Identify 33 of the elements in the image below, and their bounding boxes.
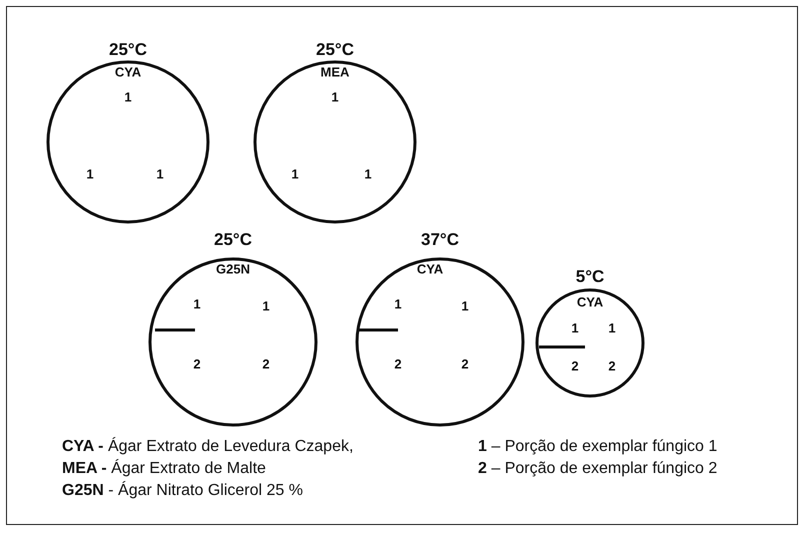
legend-text: MEA - Ágar Extrato de Malte xyxy=(62,460,266,478)
legend-text: 2 – Porção de exemplar fúngico 2 xyxy=(478,460,718,478)
sample-number: 1 xyxy=(291,166,299,182)
sample-number: 1 xyxy=(193,296,201,312)
sample-number: 1 xyxy=(86,166,94,182)
medium-label: CYA xyxy=(576,294,604,310)
sample-number: 1 xyxy=(124,90,132,104)
temperature-label: 25°C xyxy=(109,40,147,60)
sample-number: 1 xyxy=(571,320,579,336)
temperature-label: 25°C xyxy=(316,40,354,60)
legend-text: CYA - Ágar Extrato de Levedura Czapek, xyxy=(62,438,354,456)
sample-number: 2 xyxy=(461,356,469,372)
temperature-label: 37°C xyxy=(421,230,459,250)
sample-number: 2 xyxy=(262,356,270,372)
sample-number: 2 xyxy=(608,358,616,374)
sample-number: 1 xyxy=(461,298,469,314)
sample-number: 1 xyxy=(608,320,616,336)
medium-label: G25N xyxy=(216,262,250,276)
medium-label: MEA xyxy=(320,64,350,80)
sample-number: 1 xyxy=(156,166,164,182)
sample-number: 2 xyxy=(571,358,579,374)
legend-text: 1 – Porção de exemplar fúngico 1 xyxy=(478,438,718,456)
sample-number: 1 xyxy=(394,296,402,312)
temperature-label: 25°C xyxy=(214,230,252,250)
temperature-label: 5°C xyxy=(576,267,604,287)
sample-number: 2 xyxy=(193,356,201,372)
sample-number: 1 xyxy=(331,90,339,104)
sample-number: 1 xyxy=(262,298,270,314)
sample-number: 2 xyxy=(394,356,402,372)
medium-label: CYA xyxy=(416,262,444,276)
sample-number: 1 xyxy=(364,166,372,182)
medium-label: CYA xyxy=(114,64,142,80)
legend-text: G25N - Ágar Nitrato Glicerol 25 % xyxy=(62,482,303,500)
